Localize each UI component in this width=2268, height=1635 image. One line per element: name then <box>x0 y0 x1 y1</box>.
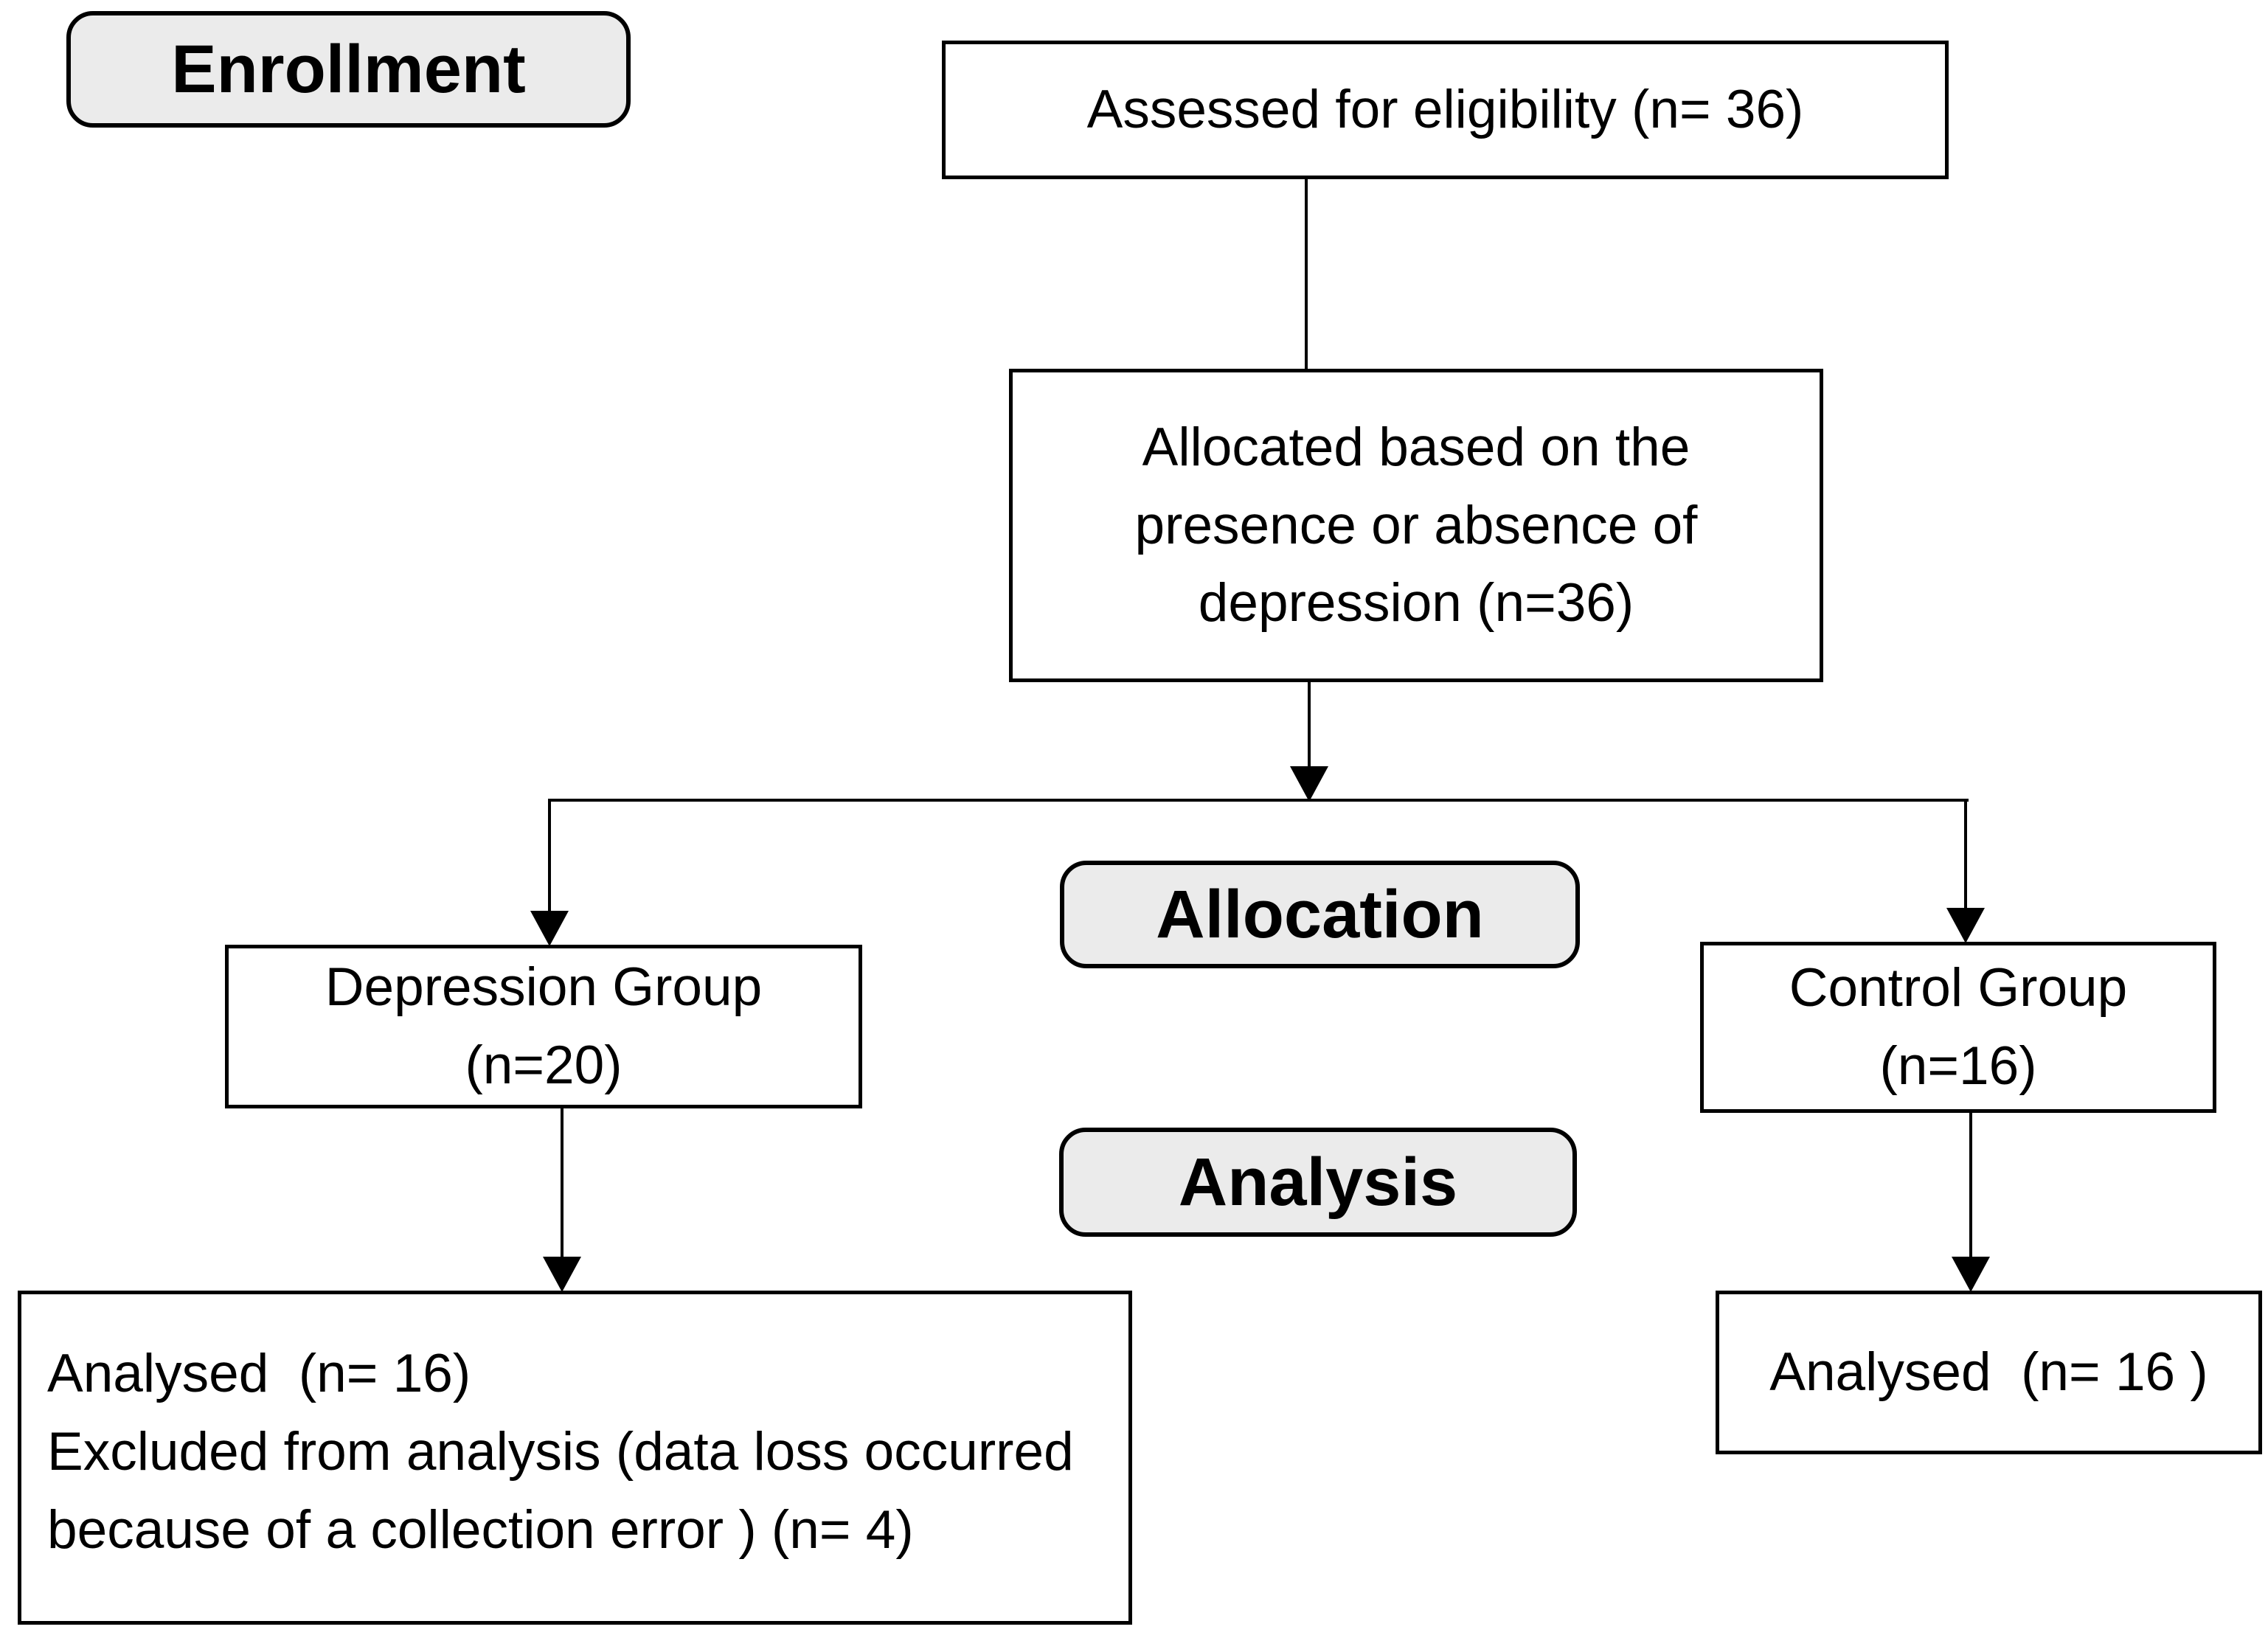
node-analysed-control-box: Analysed (n= 16 ) <box>1716 1291 2262 1454</box>
allocation-label-text: Allocation <box>1156 876 1484 952</box>
control-group-text-line2: (n=16) <box>1879 1036 2037 1096</box>
arrow-down-icon <box>1946 908 1985 943</box>
arrow-down-icon <box>530 911 569 946</box>
stage-label-enrollment: Enrollment <box>66 11 631 128</box>
analysed-depression-text-line3: because of a collection error ) (n= 4) <box>47 1499 914 1560</box>
node-analysed-depression-box: Analysed (n= 16) Excluded from analysis … <box>18 1291 1132 1625</box>
assessed-text: Assessed for eligibility (n= 36) <box>1086 80 1804 140</box>
arrow-down-icon <box>543 1257 581 1292</box>
enrollment-label-text: Enrollment <box>171 31 526 107</box>
arrow-down-icon <box>1952 1257 1990 1292</box>
connector-branch-to-control <box>1964 800 1967 909</box>
allocated-text-line1: Allocated based on the <box>1142 417 1690 477</box>
connector-depression-to-analysed <box>561 1107 563 1258</box>
stage-label-analysis: Analysis <box>1059 1128 1577 1237</box>
node-assessed-box: Assessed for eligibility (n= 36) <box>942 41 1949 179</box>
depression-group-text-line2: (n=20) <box>465 1035 623 1095</box>
depression-group-text-line1: Depression Group <box>325 957 763 1018</box>
node-depression-group-box: Depression Group (n=20) <box>225 945 862 1108</box>
branch-horizontal-line <box>548 799 1969 802</box>
allocated-text-line3: depression (n=36) <box>1198 573 1634 633</box>
control-group-text-line1: Control Group <box>1789 958 2128 1018</box>
stage-label-allocation: Allocation <box>1060 861 1580 968</box>
analysed-control-text: Analysed (n= 16 ) <box>1769 1342 2208 1403</box>
arrow-down-icon <box>1290 766 1328 802</box>
connector-branch-to-depression <box>548 800 551 912</box>
node-control-group-box: Control Group (n=16) <box>1700 942 2216 1113</box>
connector-assessed-to-allocated <box>1305 177 1308 370</box>
connector-allocated-to-branch <box>1308 681 1311 769</box>
node-allocated-box: Allocated based on the presence or absen… <box>1009 369 1823 682</box>
connector-control-to-analysed <box>1969 1111 1972 1258</box>
analysis-label-text: Analysis <box>1178 1144 1458 1220</box>
allocated-text-line2: presence or absence of <box>1134 495 1698 555</box>
analysed-depression-text-line1: Analysed (n= 16) <box>47 1344 471 1403</box>
analysed-depression-text-line2: Excluded from analysis (data loss occurr… <box>47 1421 1074 1482</box>
